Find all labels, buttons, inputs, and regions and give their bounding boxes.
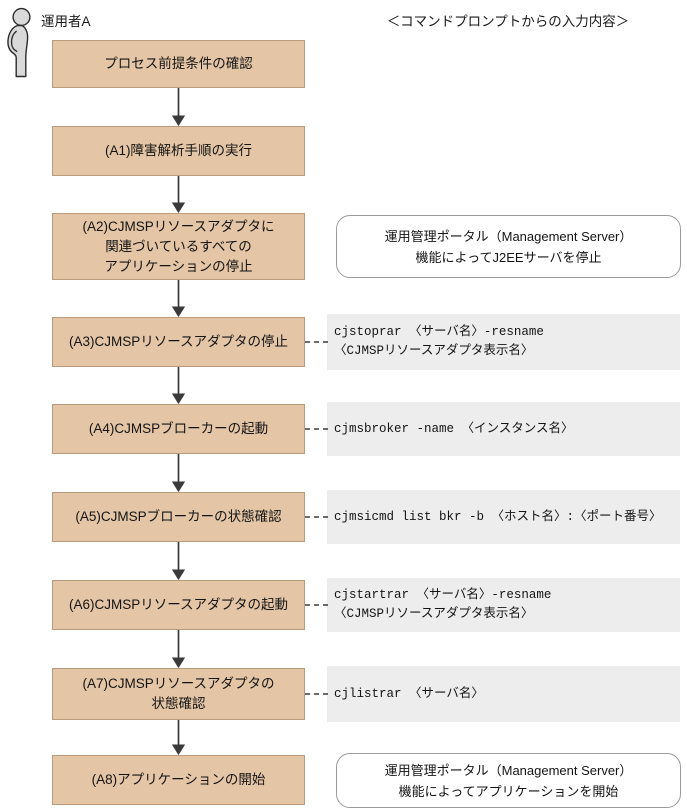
process-box-a7[interactable]: (A7)CJMSPリソースアダプタの 状態確認 bbox=[52, 668, 305, 720]
process-box-label: (A2)CJMSPリソースアダプタに 関連づいているすべての アプリケーションの… bbox=[82, 218, 275, 274]
process-box-label: (A4)CJMSPブローカーの起動 bbox=[88, 421, 269, 436]
command-panel-text: cjmsicmd list bkr -b 〈ホスト名〉:〈ポート番号〉 bbox=[334, 509, 662, 524]
command-panel-a6: cjstartrar 〈サーバ名〉-resname 〈CJMSPリソースアダプタ… bbox=[327, 578, 680, 632]
column-header-command-input: ＜コマンドプロンプトからの入力内容＞ bbox=[386, 14, 630, 29]
process-box-label: (A6)CJMSPリソースアダプタの起動 bbox=[68, 597, 289, 612]
note-callout-text: 運用管理ポータル（Management Server） 機能によってアプリケーシ… bbox=[384, 762, 633, 799]
process-box-a4[interactable]: (A4)CJMSPブローカーの起動 bbox=[52, 404, 305, 454]
command-panel-a3: cjstoprar 〈サーバ名〉-resname 〈CJMSPリソースアダプタ表… bbox=[327, 314, 680, 370]
command-panel-text: cjstartrar 〈サーバ名〉-resname 〈CJMSPリソースアダプタ… bbox=[334, 588, 552, 621]
process-box-a5[interactable]: (A5)CJMSPブローカーの状態確認 bbox=[52, 492, 305, 542]
process-box-a2[interactable]: (A2)CJMSPリソースアダプタに 関連づいているすべての アプリケーションの… bbox=[52, 213, 305, 280]
process-box-a8[interactable]: (A8)アプリケーションの開始 bbox=[52, 755, 305, 805]
process-box-label: (A5)CJMSPブローカーの状態確認 bbox=[75, 509, 282, 524]
process-box-label: (A3)CJMSPリソースアダプタの停止 bbox=[68, 334, 289, 349]
process-box-a6[interactable]: (A6)CJMSPリソースアダプタの起動 bbox=[52, 580, 305, 630]
person-standing-icon bbox=[7, 7, 31, 78]
process-box-label: プロセス前提条件の確認 bbox=[104, 56, 253, 71]
actor-label: 運用者A bbox=[41, 14, 91, 29]
note-callout-text: 運用管理ポータル（Management Server） 機能によってJ2EEサー… bbox=[384, 228, 633, 265]
command-panel-a4: cjmsbroker -name 〈インスタンス名〉 bbox=[327, 402, 680, 456]
command-panel-a7: cjlistrar 〈サーバ名〉 bbox=[327, 666, 680, 722]
command-panel-a5: cjmsicmd list bkr -b 〈ホスト名〉:〈ポート番号〉 bbox=[327, 490, 680, 544]
process-box-a3[interactable]: (A3)CJMSPリソースアダプタの停止 bbox=[52, 317, 305, 367]
process-box-a1[interactable]: (A1)障害解析手順の実行 bbox=[52, 126, 305, 176]
note-callout-a2: 運用管理ポータル（Management Server） 機能によってJ2EEサー… bbox=[336, 215, 681, 278]
process-box-label: (A7)CJMSPリソースアダプタの 状態確認 bbox=[82, 676, 275, 711]
note-callout-a8: 運用管理ポータル（Management Server） 機能によってアプリケーシ… bbox=[336, 753, 681, 808]
process-box-label: (A1)障害解析手順の実行 bbox=[104, 143, 252, 158]
process-box-label: (A8)アプリケーションの開始 bbox=[91, 772, 266, 787]
command-panel-text: cjstoprar 〈サーバ名〉-resname 〈CJMSPリソースアダプタ表… bbox=[334, 325, 544, 358]
process-box-start[interactable]: プロセス前提条件の確認 bbox=[52, 40, 305, 88]
command-panel-text: cjmsbroker -name 〈インスタンス名〉 bbox=[334, 421, 574, 436]
command-panel-text: cjlistrar 〈サーバ名〉 bbox=[334, 686, 484, 701]
